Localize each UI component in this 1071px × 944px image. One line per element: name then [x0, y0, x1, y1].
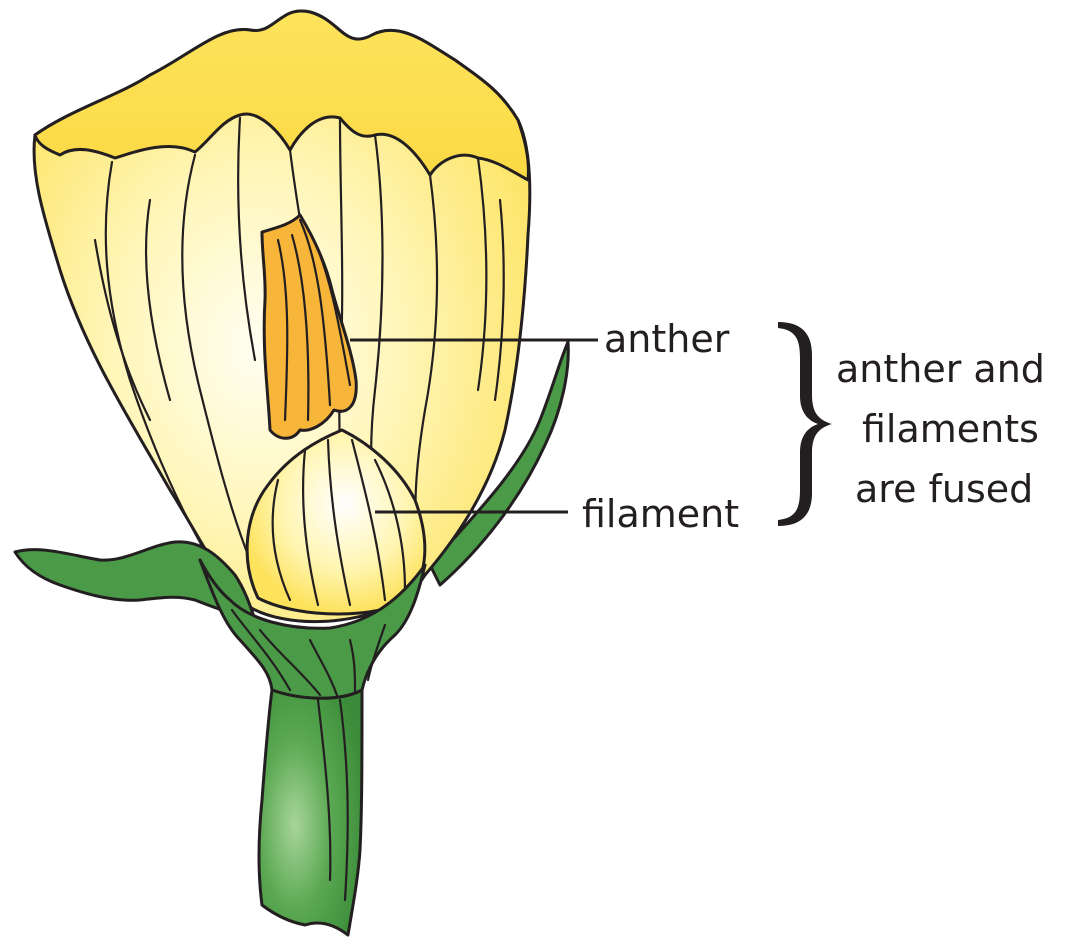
- note-line-1: anther and: [836, 347, 1045, 391]
- grouping-brace: [778, 322, 832, 526]
- anther-label: anther: [604, 317, 730, 361]
- note-line-3: are fused: [855, 467, 1033, 511]
- note-line-2: filaments: [862, 407, 1039, 451]
- filament-label: filament: [582, 492, 739, 536]
